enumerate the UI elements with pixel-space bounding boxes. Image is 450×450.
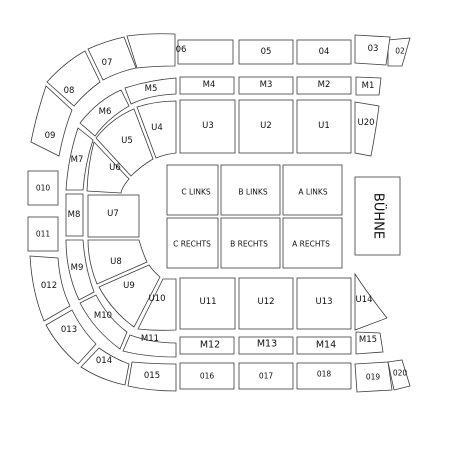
section-03[interactable] <box>354 34 391 66</box>
section-013[interactable] <box>45 309 97 365</box>
section-m10[interactable] <box>79 294 128 350</box>
section-m1[interactable] <box>355 76 382 96</box>
section-u6[interactable] <box>86 141 130 194</box>
stage <box>354 176 401 256</box>
section-m11[interactable] <box>122 334 177 358</box>
floor-a-links[interactable] <box>282 164 343 216</box>
floor-a-rechts[interactable] <box>282 217 343 269</box>
section-015[interactable] <box>127 361 177 392</box>
section-m14[interactable] <box>296 336 352 355</box>
section-u20[interactable] <box>354 101 380 157</box>
section-u12[interactable] <box>238 277 294 330</box>
section-012[interactable] <box>29 255 71 322</box>
section-016[interactable] <box>179 362 235 390</box>
floor-c-rechts[interactable] <box>166 217 219 269</box>
section-011[interactable] <box>27 216 59 252</box>
section-05[interactable] <box>238 39 294 65</box>
section-010[interactable] <box>27 170 59 206</box>
section-u8[interactable] <box>87 239 148 285</box>
section-018[interactable] <box>296 362 352 390</box>
section-m3[interactable] <box>238 76 294 95</box>
floor-c-links[interactable] <box>166 164 219 216</box>
section-u2[interactable] <box>238 99 294 154</box>
section-m6[interactable] <box>79 89 130 137</box>
section-02[interactable] <box>387 37 411 67</box>
section-u14[interactable] <box>354 272 388 331</box>
section-07[interactable] <box>87 36 137 81</box>
section-m4[interactable] <box>179 76 235 95</box>
section-m7[interactable] <box>65 127 94 191</box>
stage-label: BÜHNE <box>371 193 388 239</box>
section-u4[interactable] <box>136 100 177 159</box>
section-u9[interactable] <box>98 264 161 328</box>
section-u13[interactable] <box>296 277 352 330</box>
section-08[interactable] <box>46 50 101 107</box>
section-017[interactable] <box>238 362 294 390</box>
section-u10[interactable] <box>137 278 177 331</box>
section-u11[interactable] <box>179 277 236 330</box>
section-m2[interactable] <box>296 76 352 95</box>
section-06[interactable] <box>177 39 234 65</box>
section-04[interactable] <box>296 39 352 65</box>
section-u5[interactable] <box>95 108 154 177</box>
section-020[interactable] <box>387 359 411 391</box>
section-m8[interactable] <box>65 193 84 237</box>
section-m9[interactable] <box>65 239 95 301</box>
section-u1[interactable] <box>296 99 352 154</box>
floor-b-rechts[interactable] <box>220 217 281 269</box>
floor-b-links[interactable] <box>220 164 281 216</box>
section-07-upper[interactable] <box>126 33 176 69</box>
section-m5[interactable] <box>124 77 177 105</box>
section-014[interactable] <box>80 347 130 386</box>
section-m13[interactable] <box>238 336 294 355</box>
section-u7[interactable] <box>87 194 140 238</box>
section-09[interactable] <box>30 85 73 157</box>
section-m12[interactable] <box>179 336 235 355</box>
section-019[interactable] <box>354 361 393 393</box>
section-m15[interactable] <box>355 331 384 355</box>
section-u3[interactable] <box>179 99 236 154</box>
